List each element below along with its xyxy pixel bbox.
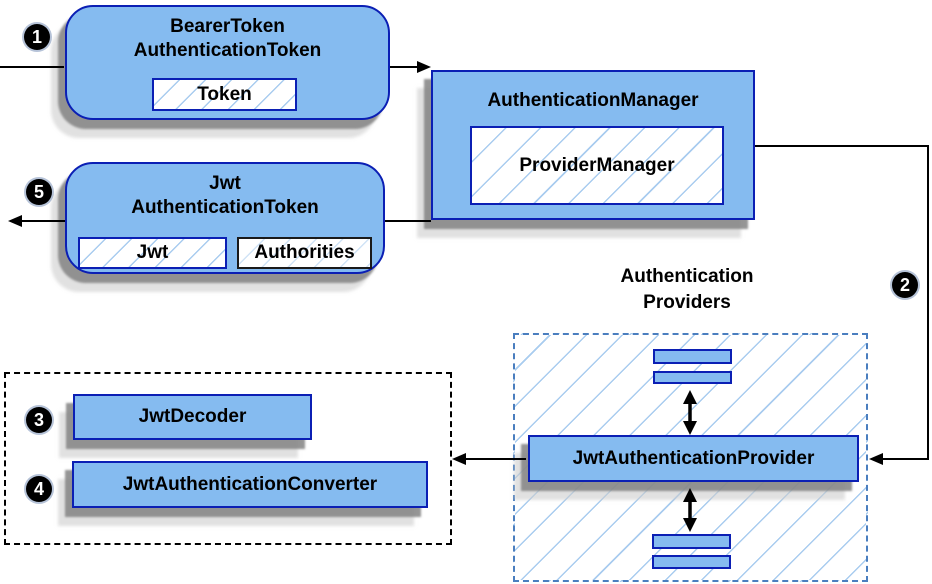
jwt-authentication-token-title-line2: AuthenticationToken <box>131 197 319 218</box>
jwt-authentication-provider-node: JwtAuthenticationProvider <box>528 435 859 482</box>
token-chip-label: Token <box>197 83 252 105</box>
jwt-authentication-token-title-line1: Jwt <box>209 173 241 194</box>
jwt-decoder-node: JwtDecoder <box>73 394 312 440</box>
jwt-chip: Jwt <box>78 237 227 269</box>
arrow-to-authentication-manager-head <box>417 61 431 73</box>
provider-manager-chip-label: ProviderManager <box>519 154 675 176</box>
jwt-authentication-converter-node: JwtAuthenticationConverter <box>72 461 428 508</box>
authentication-manager-title: AuthenticationManager <box>487 90 699 111</box>
step-badge-2: 2 <box>892 272 918 298</box>
authentication-providers-label-line2: Providers <box>643 292 731 313</box>
decoder-converter-group <box>4 372 452 545</box>
jwt-authentication-token-node: Jwt AuthenticationToken Jwt Authorities <box>65 162 385 274</box>
provider-placeholder-bar <box>653 371 732 384</box>
arrow-step5-head <box>8 215 22 227</box>
authorities-chip-label: Authorities <box>254 242 355 263</box>
provider-placeholder-bar <box>652 534 731 549</box>
authentication-providers-label: Authentication Providers <box>557 264 817 316</box>
provider-placeholder-bar <box>652 555 731 569</box>
jwt-chip-label: Jwt <box>136 242 169 263</box>
authentication-providers-label-line1: Authentication <box>620 266 754 287</box>
jwt-authentication-converter-title: JwtAuthenticationConverter <box>122 473 378 495</box>
jwt-authentication-provider-title: JwtAuthenticationProvider <box>572 447 815 469</box>
provider-manager-chip: ProviderManager <box>470 126 724 205</box>
arrow-step2-head <box>869 453 883 465</box>
bearer-token-title-line2: AuthenticationToken <box>133 40 322 61</box>
bearer-token-title-line1: BearerToken <box>170 16 285 37</box>
step-badge-4: 4 <box>26 476 52 502</box>
step-badge-3: 3 <box>26 407 52 433</box>
jwt-decoder-title: JwtDecoder <box>138 406 247 427</box>
step-badge-5: 5 <box>26 179 52 205</box>
provider-placeholder-bar <box>653 349 732 364</box>
token-chip: Token <box>152 78 297 111</box>
step-badge-1: 1 <box>24 24 50 50</box>
bearer-token-authentication-token-node: BearerToken AuthenticationToken Token <box>65 5 390 120</box>
authentication-manager-node: AuthenticationManager ProviderManager <box>431 70 755 220</box>
authorities-chip: Authorities <box>237 237 372 269</box>
arrow-to-decoder-group-head <box>452 453 466 465</box>
